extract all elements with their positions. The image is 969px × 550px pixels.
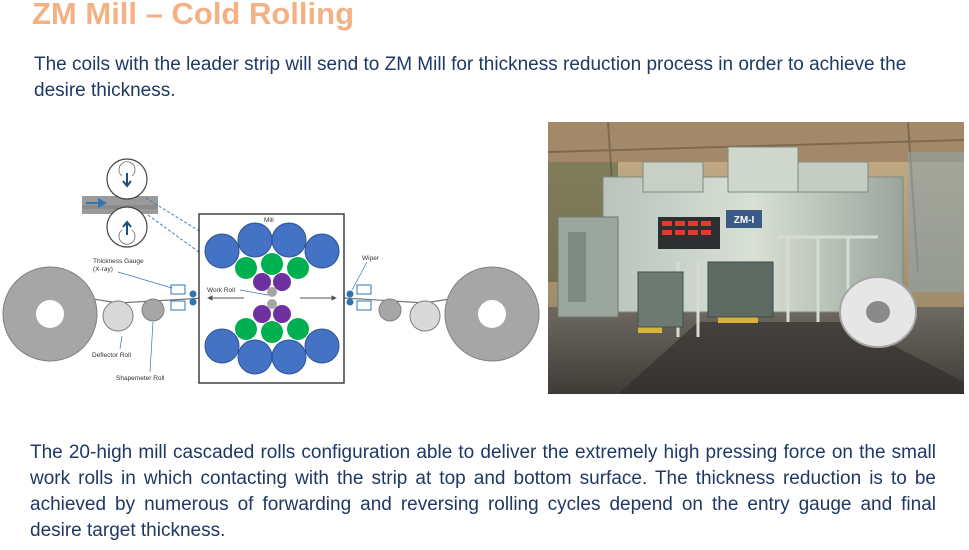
strip-direction-arrow <box>86 198 107 208</box>
roll-gap-inset <box>82 158 263 299</box>
schematic-svg: Mill Thickness Gauge (X-ray) Work Roll W… <box>2 158 540 384</box>
entry-coil <box>2 266 98 362</box>
photo-svg: ZM-I <box>548 122 964 394</box>
deflector-roll-entry <box>102 300 134 332</box>
deflector-roll-exit <box>409 300 441 332</box>
zm-mill-schematic: Mill Thickness Gauge (X-ray) Work Roll W… <box>0 150 545 390</box>
label-thickness-gauge: Thickness Gauge <box>93 258 144 265</box>
label-mill: Mill <box>264 217 274 224</box>
mill-sign-text: ZM-I <box>734 215 755 226</box>
body-paragraph: The 20-high mill cascaded rolls configur… <box>30 442 936 541</box>
label-shapemeter-roll: Shapemeter Roll <box>116 375 165 382</box>
exit-coil <box>444 266 540 362</box>
label-thickness-gauge-sub: (X-ray) <box>93 266 113 273</box>
page-title: ZM Mill – Cold Rolling <box>32 0 355 31</box>
label-deflector-roll: Deflector Roll <box>92 352 132 359</box>
thickness-gauge-entry <box>170 284 197 311</box>
zm-mill-photo: ZM-I <box>548 122 964 394</box>
thickness-gauge-exit <box>346 284 372 311</box>
mill-stand <box>198 213 345 384</box>
intro-paragraph: The coils with the leader strip will sen… <box>34 54 907 101</box>
shapemeter-roll-entry <box>141 298 165 322</box>
shapemeter-roll-exit <box>378 298 402 322</box>
label-wiper: Wiper <box>362 255 380 262</box>
label-work-roll: Work Roll <box>207 287 236 294</box>
